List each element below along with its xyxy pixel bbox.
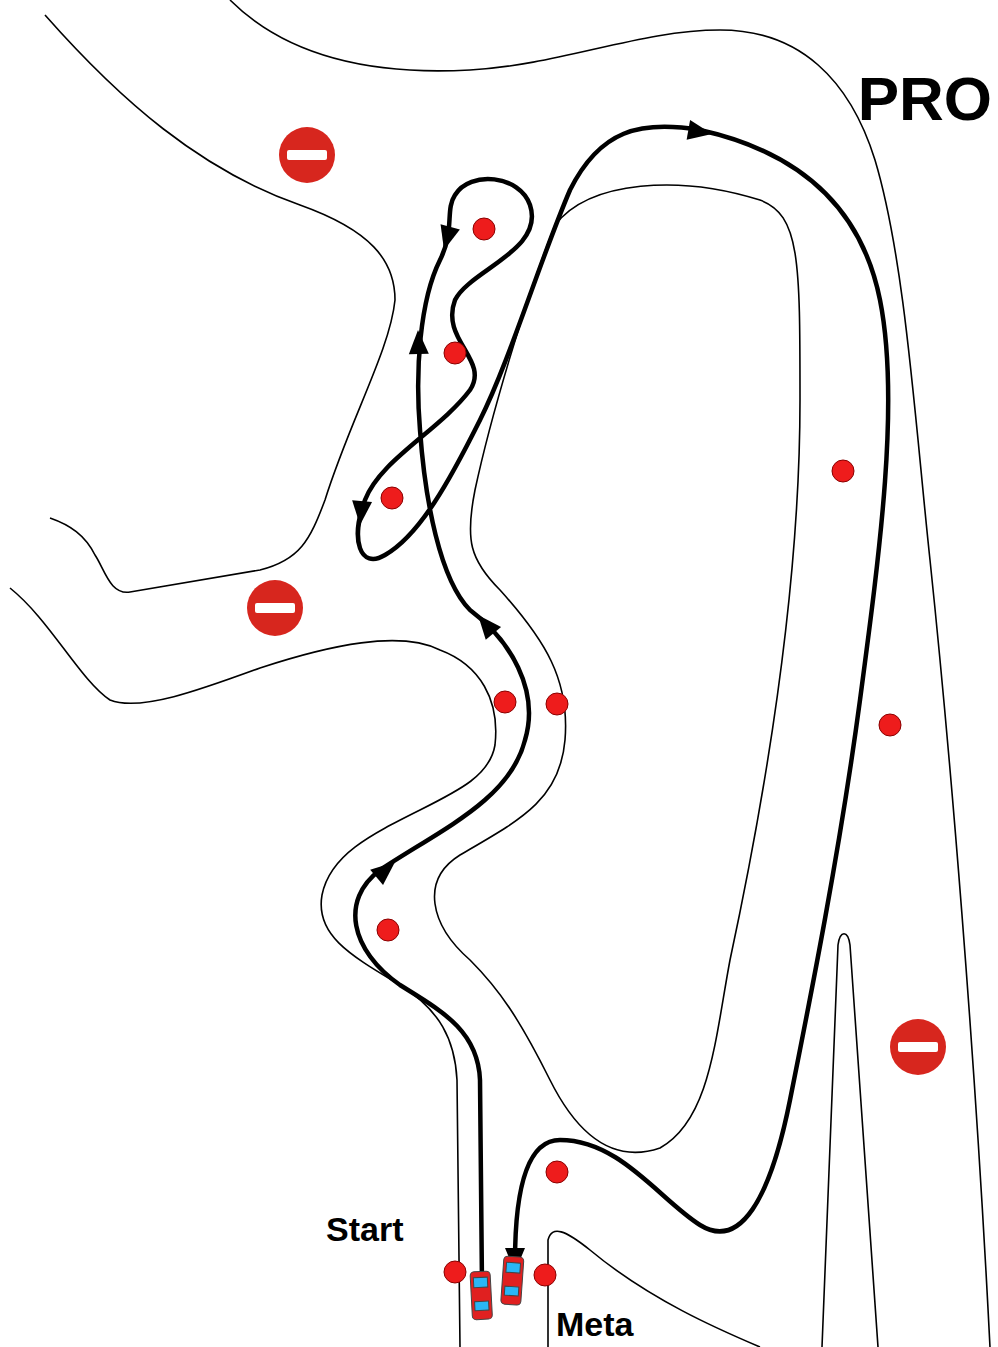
route-arrowheads <box>350 120 714 1272</box>
cones <box>377 218 901 1286</box>
map-title: PRO <box>858 68 992 130</box>
no-entry-signs <box>247 127 946 1075</box>
road-edges <box>10 0 990 1347</box>
finish-label: Meta <box>556 1307 633 1341</box>
track-route <box>355 127 888 1285</box>
start-label: Start <box>326 1212 403 1246</box>
cars <box>470 1256 524 1320</box>
